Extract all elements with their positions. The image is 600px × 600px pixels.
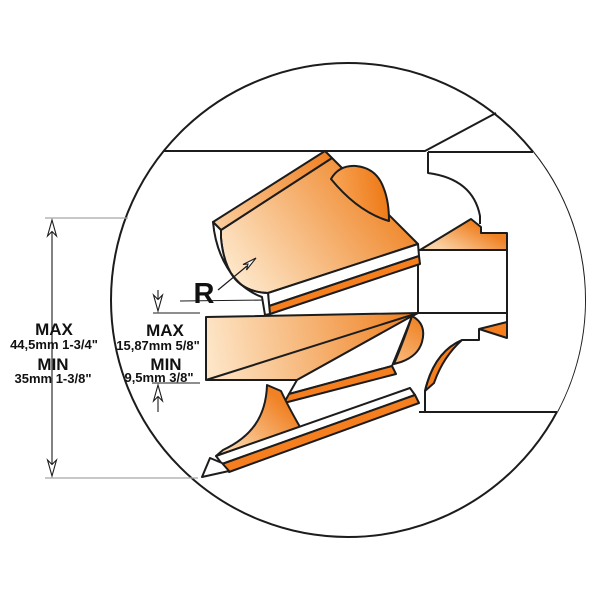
radius-label: R (194, 278, 215, 310)
arrow-up-icon (152, 382, 164, 403)
arrow-down-icon (46, 458, 58, 479)
molding-upper-piece (212, 150, 421, 316)
middle-min-label: MIN (150, 355, 181, 374)
arrow-down-icon (152, 293, 164, 314)
end-profile-step-sliver (478, 321, 508, 339)
molding-bottom-section (201, 384, 420, 478)
radius-arrowhead-icon (242, 257, 257, 271)
end-profile-cove-edge (424, 329, 480, 412)
upper-end-face (212, 221, 271, 316)
left-min-value: 35mm 1-3/8" (15, 371, 92, 386)
end-profile-roundover-edge (427, 152, 481, 224)
board-back-edge (164, 112, 497, 152)
left-dimension-labels: MAX 44,5mm 1-3/4" MIN 35mm 1-3/8" (10, 320, 98, 386)
left-max-value: 44,5mm 1-3/4" (10, 337, 98, 352)
left-max-label: MAX (35, 320, 73, 339)
left-dimension-lines (46, 217, 58, 479)
middle-min-value: 9,5mm 3/8" (124, 370, 193, 385)
middle-cove-leader (179, 299, 267, 302)
middle-dimension-lines (152, 290, 267, 412)
bottom-cove-face (215, 384, 301, 457)
radius-arrow-line (217, 265, 248, 291)
end-profile-notch (417, 249, 508, 314)
radius-callout: R (194, 257, 257, 310)
extension-lines (45, 217, 198, 479)
arrow-up-icon (46, 217, 58, 238)
bottom-tip-face (201, 457, 230, 478)
end-profile-2d (417, 151, 586, 413)
middle-dimension-labels: MAX 15,87mm 5/8" MIN 9,5mm 3/8" (116, 321, 200, 385)
middle-face-edge (205, 312, 419, 381)
middle-max-label: MAX (146, 321, 184, 340)
molding-middle-piece (205, 312, 425, 404)
upper-roundover-dome (330, 164, 390, 222)
middle-max-value: 15,87mm 5/8" (116, 338, 200, 353)
left-min-label: MIN (37, 355, 68, 374)
